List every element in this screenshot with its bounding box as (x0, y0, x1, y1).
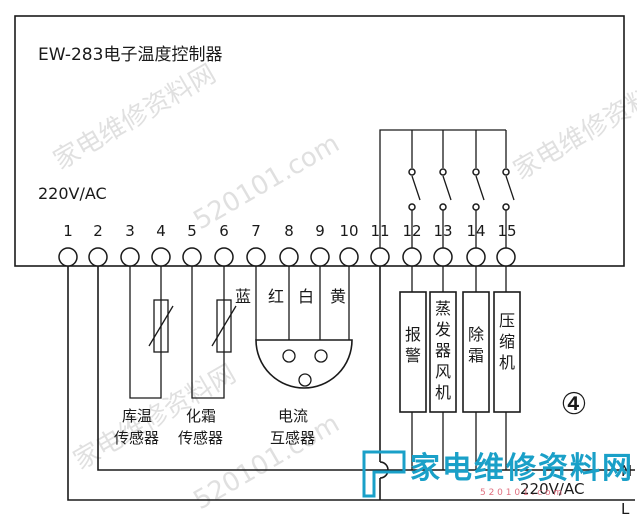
current-transformer-body (255, 339, 353, 389)
common-bus-wire (379, 129, 506, 258)
wire-color-white: 白 (298, 287, 314, 306)
brand-watermark: 家电维修资料网 5 2 0 1 0 1 . c o m (362, 450, 634, 498)
thermistor-slash (148, 305, 174, 347)
terminal-label: 6 (219, 222, 229, 240)
wire-crossover (379, 461, 389, 479)
relay-contact-node (472, 168, 480, 176)
terminal-screw (433, 247, 453, 267)
defrost-sensor-thermistor (216, 299, 232, 353)
watermark-url: 520101.com (189, 129, 345, 237)
wire-color-blue: 蓝 (235, 287, 251, 306)
relay-switch-blade (475, 175, 485, 201)
load-label-evaporator-fan: 机 (435, 383, 451, 402)
terminal-label: 4 (156, 222, 166, 240)
current-transformer-label: 电流 (278, 407, 308, 425)
relay-switch-blade (505, 175, 515, 201)
terminal-screw (151, 247, 171, 267)
load-label-alarm: 警 (405, 346, 421, 365)
live-label: L (621, 500, 630, 518)
terminal-screw (466, 247, 486, 267)
defrost-sensor-loop (191, 266, 225, 399)
load-label-compressor: 缩 (499, 332, 515, 351)
terminal-strip (58, 247, 516, 267)
terminal-screw (120, 247, 140, 267)
terminal-label: 1 (63, 222, 73, 240)
load-labels: 报 警 蒸 发 器 风 机 除 霜 压 缩 机 (405, 299, 515, 402)
terminal-screw (496, 247, 516, 267)
controller-supply-label: 220V/AC (38, 184, 107, 203)
relay-contact-node (439, 203, 447, 211)
terminal-screw (402, 247, 422, 267)
storage-sensor-label: 库温 (122, 407, 152, 425)
load-label-compressor: 机 (499, 353, 515, 372)
load-label-defrost: 除 (468, 325, 484, 344)
terminal-label: 7 (251, 222, 261, 240)
storage-sensor-label: 传感器 (114, 429, 159, 447)
terminal-label: 2 (93, 222, 103, 240)
load-label-alarm: 报 (405, 325, 421, 344)
storage-sensor-loop (129, 266, 162, 399)
terminal-screw (310, 247, 330, 267)
terminal-label: 15 (497, 222, 516, 240)
wire-color-red: 红 (268, 287, 284, 306)
figure-number: ④ (561, 387, 588, 422)
load-box-alarm (399, 291, 427, 413)
relay-contacts (379, 129, 515, 258)
n-line-wire (97, 266, 635, 471)
load-label-compressor: 压 (499, 311, 515, 330)
brand-watermark-text: 家电维修资料网 (410, 451, 634, 486)
terminal-screw (58, 247, 78, 267)
terminal-screw (279, 247, 299, 267)
relay-contact-node (408, 168, 416, 176)
load-box-compressor (493, 291, 521, 413)
ct-pin (298, 373, 312, 387)
terminal-label: 8 (284, 222, 294, 240)
watermark-text: 家电维修资料网 (49, 59, 222, 176)
terminal-screw (88, 247, 108, 267)
load-label-defrost: 霜 (468, 346, 484, 365)
current-transformer-label: 互感器 (270, 429, 315, 447)
terminal-screw (246, 247, 266, 267)
load-label-evaporator-fan: 器 (435, 341, 451, 360)
load-label-evaporator-fan: 蒸 (435, 299, 451, 318)
relay-switch-blade (442, 175, 452, 201)
controller-title: EW-283电子温度控制器 (38, 45, 222, 65)
relay-contact-node (502, 203, 510, 211)
wire-color-yellow: 黄 (330, 287, 346, 306)
relay-contact-node (472, 203, 480, 211)
terminal-label: 5 (187, 222, 197, 240)
brand-watermark-url: 5 2 0 1 0 1 . c o m (480, 488, 562, 498)
relay-contact-node (408, 203, 416, 211)
terminal-labels: 1 2 3 4 5 6 7 8 9 10 11 12 13 14 15 (63, 222, 516, 240)
l-line-wire (67, 266, 635, 501)
supply-voltage-label: 220V/AC (520, 480, 584, 498)
relay-contact-node (502, 168, 510, 176)
ct-pin (282, 349, 296, 363)
neutral-label: N (621, 462, 632, 480)
brand-logo-icon (362, 450, 406, 498)
storage-sensor-thermistor (153, 299, 169, 353)
ct-pin (314, 349, 328, 363)
load-label-evaporator-fan: 发 (435, 320, 451, 339)
terminal-label: 10 (339, 222, 358, 240)
relay-switch-blade (411, 175, 421, 201)
terminal-screw (182, 247, 202, 267)
external-wiring (67, 266, 635, 501)
terminal-label: 3 (125, 222, 135, 240)
terminal-screw (339, 247, 359, 267)
defrost-sensor-label: 化霜 (186, 407, 216, 425)
terminal-label: 9 (315, 222, 325, 240)
load-label-evaporator-fan: 风 (435, 362, 451, 381)
terminal-screw (214, 247, 234, 267)
thermistor-slash (211, 305, 237, 347)
defrost-sensor-label: 传感器 (178, 429, 223, 447)
relay-contact-node (439, 168, 447, 176)
watermark-text: 家电维修资料网 (509, 69, 637, 186)
terminal-screw (370, 247, 390, 267)
